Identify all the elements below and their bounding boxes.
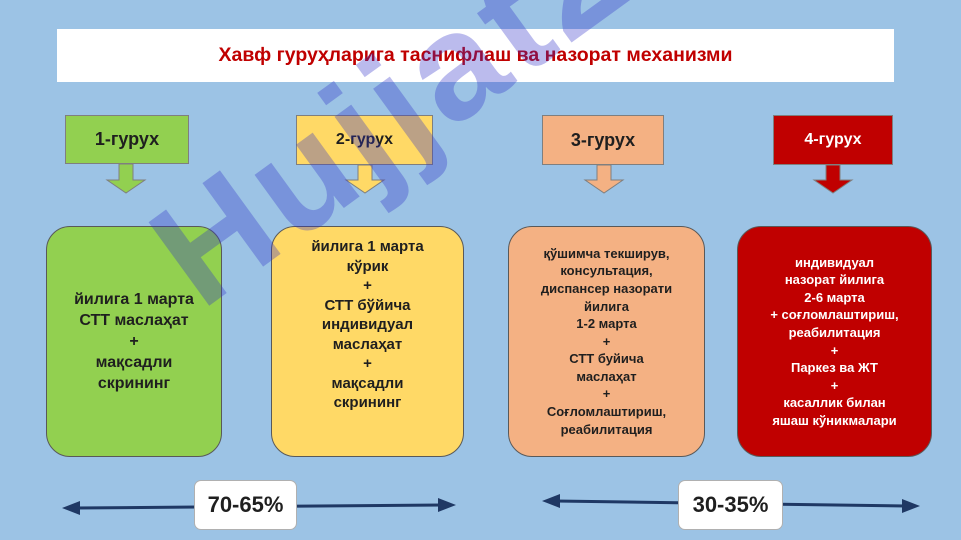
group-4-label: 4-гурух	[773, 115, 893, 165]
down-arrow-icon	[344, 164, 386, 194]
group-3-content-text: қўшимча текширув, консультация, диспансе…	[540, 245, 673, 437]
group-4-label-text: 4-гурух	[804, 131, 862, 148]
group-3-label: 3-гурух	[542, 115, 664, 165]
title-bar: Хавф гуруҳларига таснифлаш ва назорат ме…	[57, 29, 894, 82]
down-arrow-icon	[583, 164, 625, 194]
group-1-content-text: йилига 1 марта СТТ маслаҳат + мақсадли с…	[74, 291, 194, 392]
group-1-label: 1-гурух	[65, 115, 189, 164]
group-3-content: қўшимча текширув, консультация, диспансе…	[508, 226, 705, 457]
down-arrow-icon	[812, 164, 854, 194]
down-arrow-icon	[105, 163, 147, 194]
page-title: Хавф гуруҳларига таснифлаш ва назорат ме…	[218, 44, 733, 66]
group-4-content: индивидуал назорат йилига 2-6 марта + со…	[737, 226, 932, 457]
group-3-label-text: 3-гурух	[570, 129, 636, 150]
group-2-label: 2-гурух	[296, 115, 433, 165]
percentage-box-left: 70-65%	[194, 480, 297, 530]
group-2-label-text: 2-гурух	[335, 131, 394, 148]
percentage-label: 70-65%	[207, 492, 284, 517]
group-1-content: йилига 1 марта СТТ маслаҳат + мақсадли с…	[46, 226, 222, 457]
percentage-label: 30-35%	[692, 492, 769, 517]
group-1-label-text: 1-гурух	[94, 129, 160, 149]
group-2-content-text: йилига 1 марта кўрик + СТТ бўйича индиви…	[311, 238, 424, 411]
percentage-box-right: 30-35%	[678, 480, 783, 530]
group-2-content: йилига 1 марта кўрик + СТТ бўйича индиви…	[271, 226, 464, 457]
group-4-content-text: индивидуал назорат йилига 2-6 марта + со…	[770, 254, 899, 428]
